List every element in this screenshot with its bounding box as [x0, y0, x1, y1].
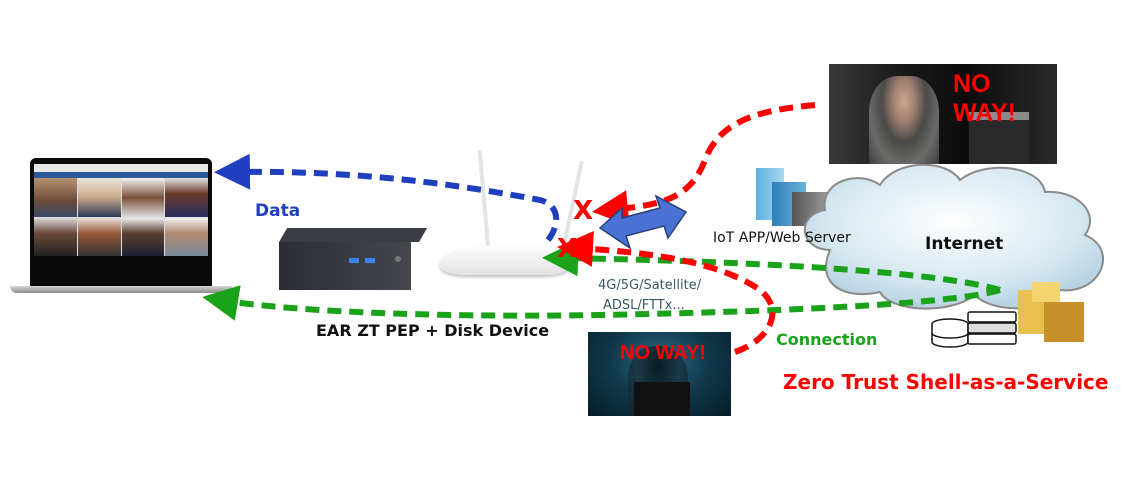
usb-port [365, 258, 375, 263]
bidirectional-arrow [598, 194, 688, 250]
eavesdropper-photo: NO WAY! [829, 64, 1057, 164]
participant-tile [121, 217, 165, 256]
diagram-title: Zero Trust Shell-as-a-Service [783, 370, 1109, 394]
browser-bar [34, 164, 208, 172]
link-types-label-line1: 4G/5G/Satellite/ [598, 278, 702, 293]
connection-label: Connection [776, 330, 878, 349]
eavesdropper-caption: NO WAY! [953, 70, 1016, 127]
hacker-photo: NO WAY! [588, 332, 731, 416]
link-types-label-line2: ADSL/FTTx... [603, 298, 685, 313]
participant-tile [165, 217, 208, 256]
blocked-mark: X [573, 196, 594, 226]
participant-tile [165, 178, 208, 217]
device-label: EAR ZT PEP + Disk Device [316, 321, 550, 340]
laptop [10, 158, 232, 296]
equipment [969, 112, 1029, 164]
eavesdropper-figure [869, 76, 939, 164]
participant-tile [77, 217, 121, 256]
app-toolbar [34, 172, 208, 178]
blocked-mark: X [557, 234, 578, 264]
rack-server-icon [967, 311, 1017, 345]
video-grid [34, 178, 208, 256]
data-label: Data [255, 201, 301, 221]
participant-tile [77, 178, 121, 217]
participant-tile [34, 178, 77, 217]
participant-tile [34, 217, 77, 256]
database-icon [931, 318, 969, 348]
mini-pc-device [279, 228, 428, 292]
usb-port [349, 258, 359, 263]
connection-path-upper [542, 240, 1001, 293]
internet-label: Internet [925, 234, 1004, 254]
power-button [395, 256, 401, 262]
hacker-laptop [634, 382, 690, 416]
data-path [214, 153, 560, 242]
hacker-caption: NO WAY! [620, 342, 706, 364]
datacenter-icon [1018, 282, 1084, 342]
connection-path-lower [202, 285, 1001, 321]
laptop-screen [30, 158, 212, 286]
mini-pc-front [279, 242, 411, 290]
attack-path-hacker [557, 230, 776, 355]
participant-tile [121, 178, 165, 217]
iot-server-label: IoT APP/Web Server [713, 230, 851, 246]
attack-path-eavesdropper [592, 102, 816, 227]
laptop-base [10, 286, 232, 293]
